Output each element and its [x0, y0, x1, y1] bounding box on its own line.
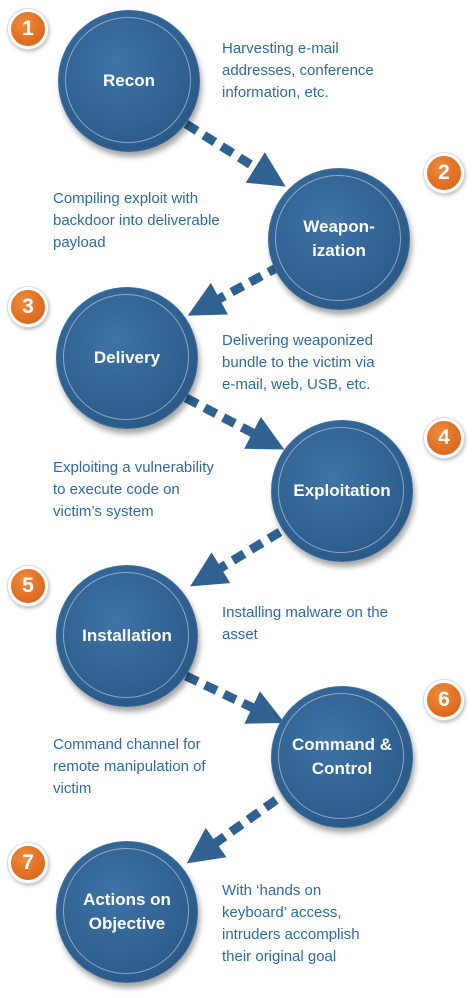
circle-inner-ring	[278, 427, 404, 553]
arrow-4-to-5	[190, 528, 283, 587]
circle-inner-ring	[275, 175, 401, 301]
step-description: Compiling exploit with backdoor into del…	[53, 190, 220, 251]
step-description: Harvesting e-mail addresses, conference …	[222, 40, 374, 101]
arrow-5-to-6	[184, 671, 285, 724]
step-number-badge: 6	[424, 680, 464, 720]
step-name: Installation	[82, 626, 172, 645]
step-number-badge: 3	[8, 287, 48, 327]
step-name: Weapon- ization	[303, 217, 375, 260]
circle-inner-ring	[63, 848, 189, 974]
step-number-badge: 5	[8, 566, 48, 606]
step-description: Exploiting a vulnerability to execute co…	[53, 459, 214, 520]
arrow-3-to-4	[183, 394, 285, 450]
step-circle-recon: Recon	[58, 10, 200, 152]
step-circle-command-control: Command & Control	[271, 686, 413, 828]
circle-inner-ring	[63, 294, 189, 420]
step-number-badge: 7	[8, 843, 48, 883]
circle-inner-ring	[65, 17, 191, 143]
arrow-2-to-3	[187, 262, 283, 316]
step-description: Installing malware on the asset	[222, 604, 388, 643]
circle-inner-ring	[278, 693, 404, 819]
step-name: Command & Control	[291, 735, 393, 778]
step-circle-actions-on-objective: Actions on Objective	[56, 841, 198, 983]
step-circle-weaponization: Weapon- ization	[268, 168, 410, 310]
step-number-badge: 4	[424, 418, 464, 458]
step-name: Exploitation	[293, 481, 391, 500]
step-number-badge: 1	[8, 9, 48, 49]
step-circle-exploitation: Exploitation	[271, 420, 413, 562]
step-name: Recon	[103, 71, 155, 90]
step-circle-installation: Installation	[56, 565, 198, 707]
arrow-6-to-7	[186, 796, 279, 864]
step-description: Command channel for remote manipulation …	[53, 736, 206, 797]
step-description: With ‘hands on keyboard’ access, intrude…	[222, 882, 360, 965]
step-description: Delivering weaponized bundle to the vict…	[222, 332, 375, 393]
step-name: Actions on Objective	[83, 890, 171, 933]
step-number-badge: 2	[424, 153, 464, 193]
circle-inner-ring	[63, 572, 189, 698]
arrow-1-to-2	[183, 120, 286, 187]
step-circle-delivery: Delivery	[56, 287, 198, 429]
step-name: Delivery	[93, 348, 161, 367]
